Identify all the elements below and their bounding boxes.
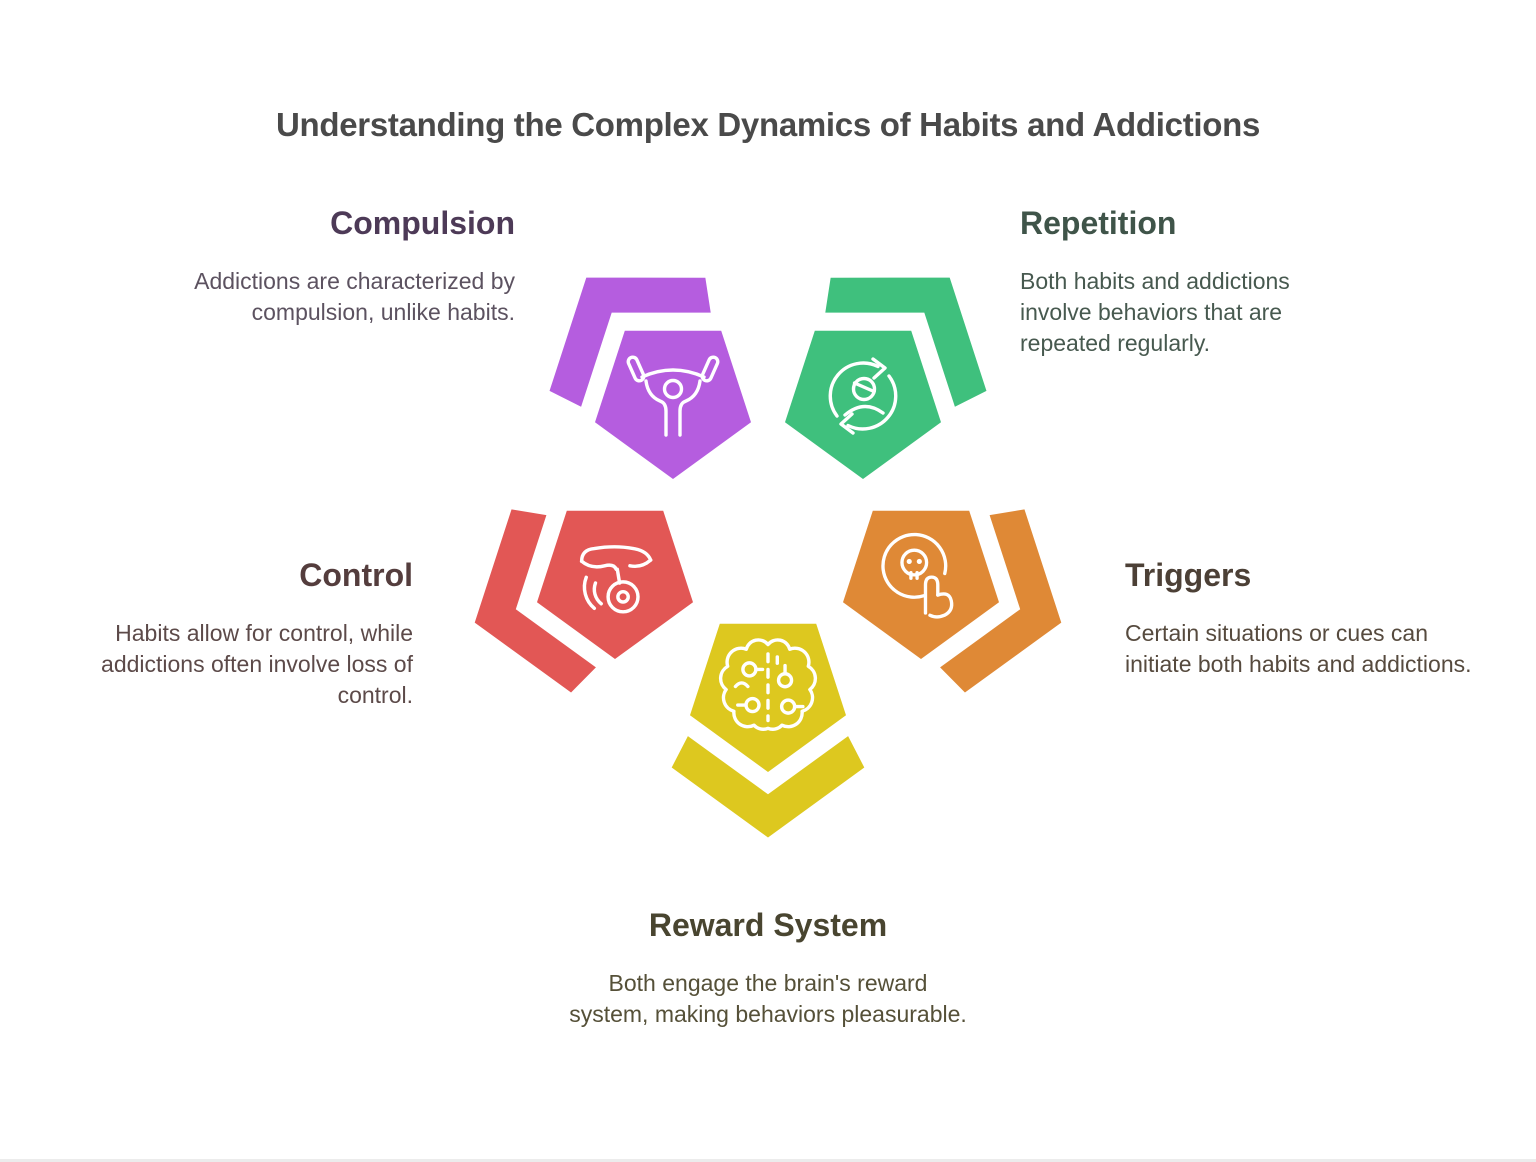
section-description-reward-system: Both engage the brain's reward system, m…	[569, 970, 967, 1027]
badge-repetition	[785, 221, 1028, 479]
section-description-control: Habits allow for control, while addictio…	[101, 620, 413, 708]
section-repetition: Repetition Both habits and addictions in…	[1020, 204, 1350, 359]
pentagon-triggers	[843, 510, 999, 659]
section-heading-repetition: Repetition	[1020, 205, 1177, 241]
section-control: Control Habits allow for control, while …	[33, 556, 413, 711]
bottom-edge-divider	[0, 1159, 1536, 1162]
person-refresh-icon	[828, 357, 898, 435]
weightlifter-icon	[626, 355, 720, 437]
section-heading-control: Control	[299, 557, 413, 593]
section-description-compulsion: Addictions are characterized by compulsi…	[194, 268, 515, 325]
skull-button-press-icon	[881, 532, 954, 619]
brain-icon	[718, 638, 818, 731]
hand-yoyo-icon	[579, 545, 653, 614]
section-compulsion: Compulsion Addictions are characterized …	[115, 204, 515, 328]
section-heading-reward-system: Reward System	[648, 907, 888, 943]
section-reward-system: Reward System Both engage the brain's re…	[568, 906, 968, 1030]
badge-control	[444, 499, 693, 715]
pentagon-compulsion	[595, 330, 751, 479]
section-heading-triggers: Triggers	[1125, 557, 1252, 593]
section-description-triggers: Certain situations or cues can initiate …	[1125, 620, 1472, 677]
section-description-repetition: Both habits and addictions involve behav…	[1020, 268, 1290, 356]
badge-triggers	[843, 499, 1092, 715]
page-title: Understanding the Complex Dynamics of Ha…	[275, 106, 1261, 144]
badge-reward-system	[671, 623, 865, 838]
section-triggers: Triggers Certain situations or cues can …	[1125, 556, 1480, 680]
badge-compulsion	[508, 221, 751, 479]
section-heading-compulsion: Compulsion	[330, 205, 515, 241]
